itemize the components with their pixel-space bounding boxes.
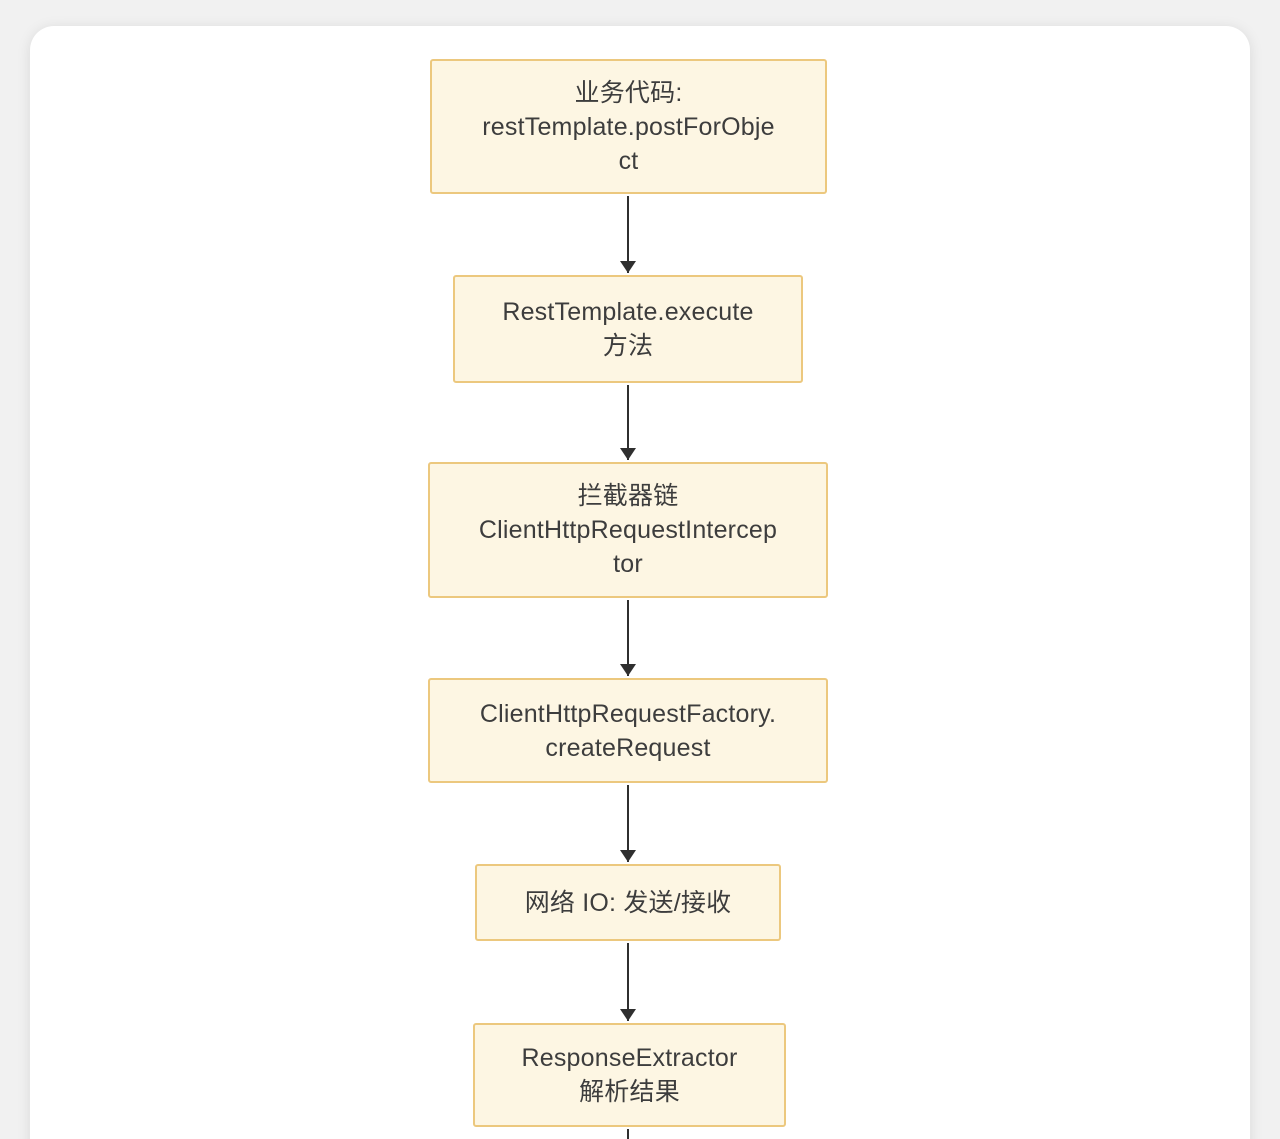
flow-arrow-3-down — [627, 600, 629, 676]
flow-arrow-2-down — [627, 385, 629, 460]
flow-arrow-5-down — [627, 943, 629, 1021]
flow-node-request-factory: ClientHttpRequestFactory. createRequest — [428, 678, 828, 783]
flow-node-resttemplate-execute: RestTemplate.execute 方法 — [453, 275, 803, 383]
flow-node-interceptor-chain: 拦截器链 ClientHttpRequestIntercep tor — [428, 462, 828, 598]
flow-node-network-io: 网络 IO: 发送/接收 — [475, 864, 781, 941]
flow-node-response-extractor: ResponseExtractor 解析结果 — [473, 1023, 786, 1127]
flow-arrow-1-down — [627, 196, 629, 273]
flow-arrow-4-down — [627, 785, 629, 862]
flow-node-business-code: 业务代码: restTemplate.postForObje ct — [430, 59, 827, 194]
flow-arrow-6-down-stub — [627, 1129, 629, 1139]
